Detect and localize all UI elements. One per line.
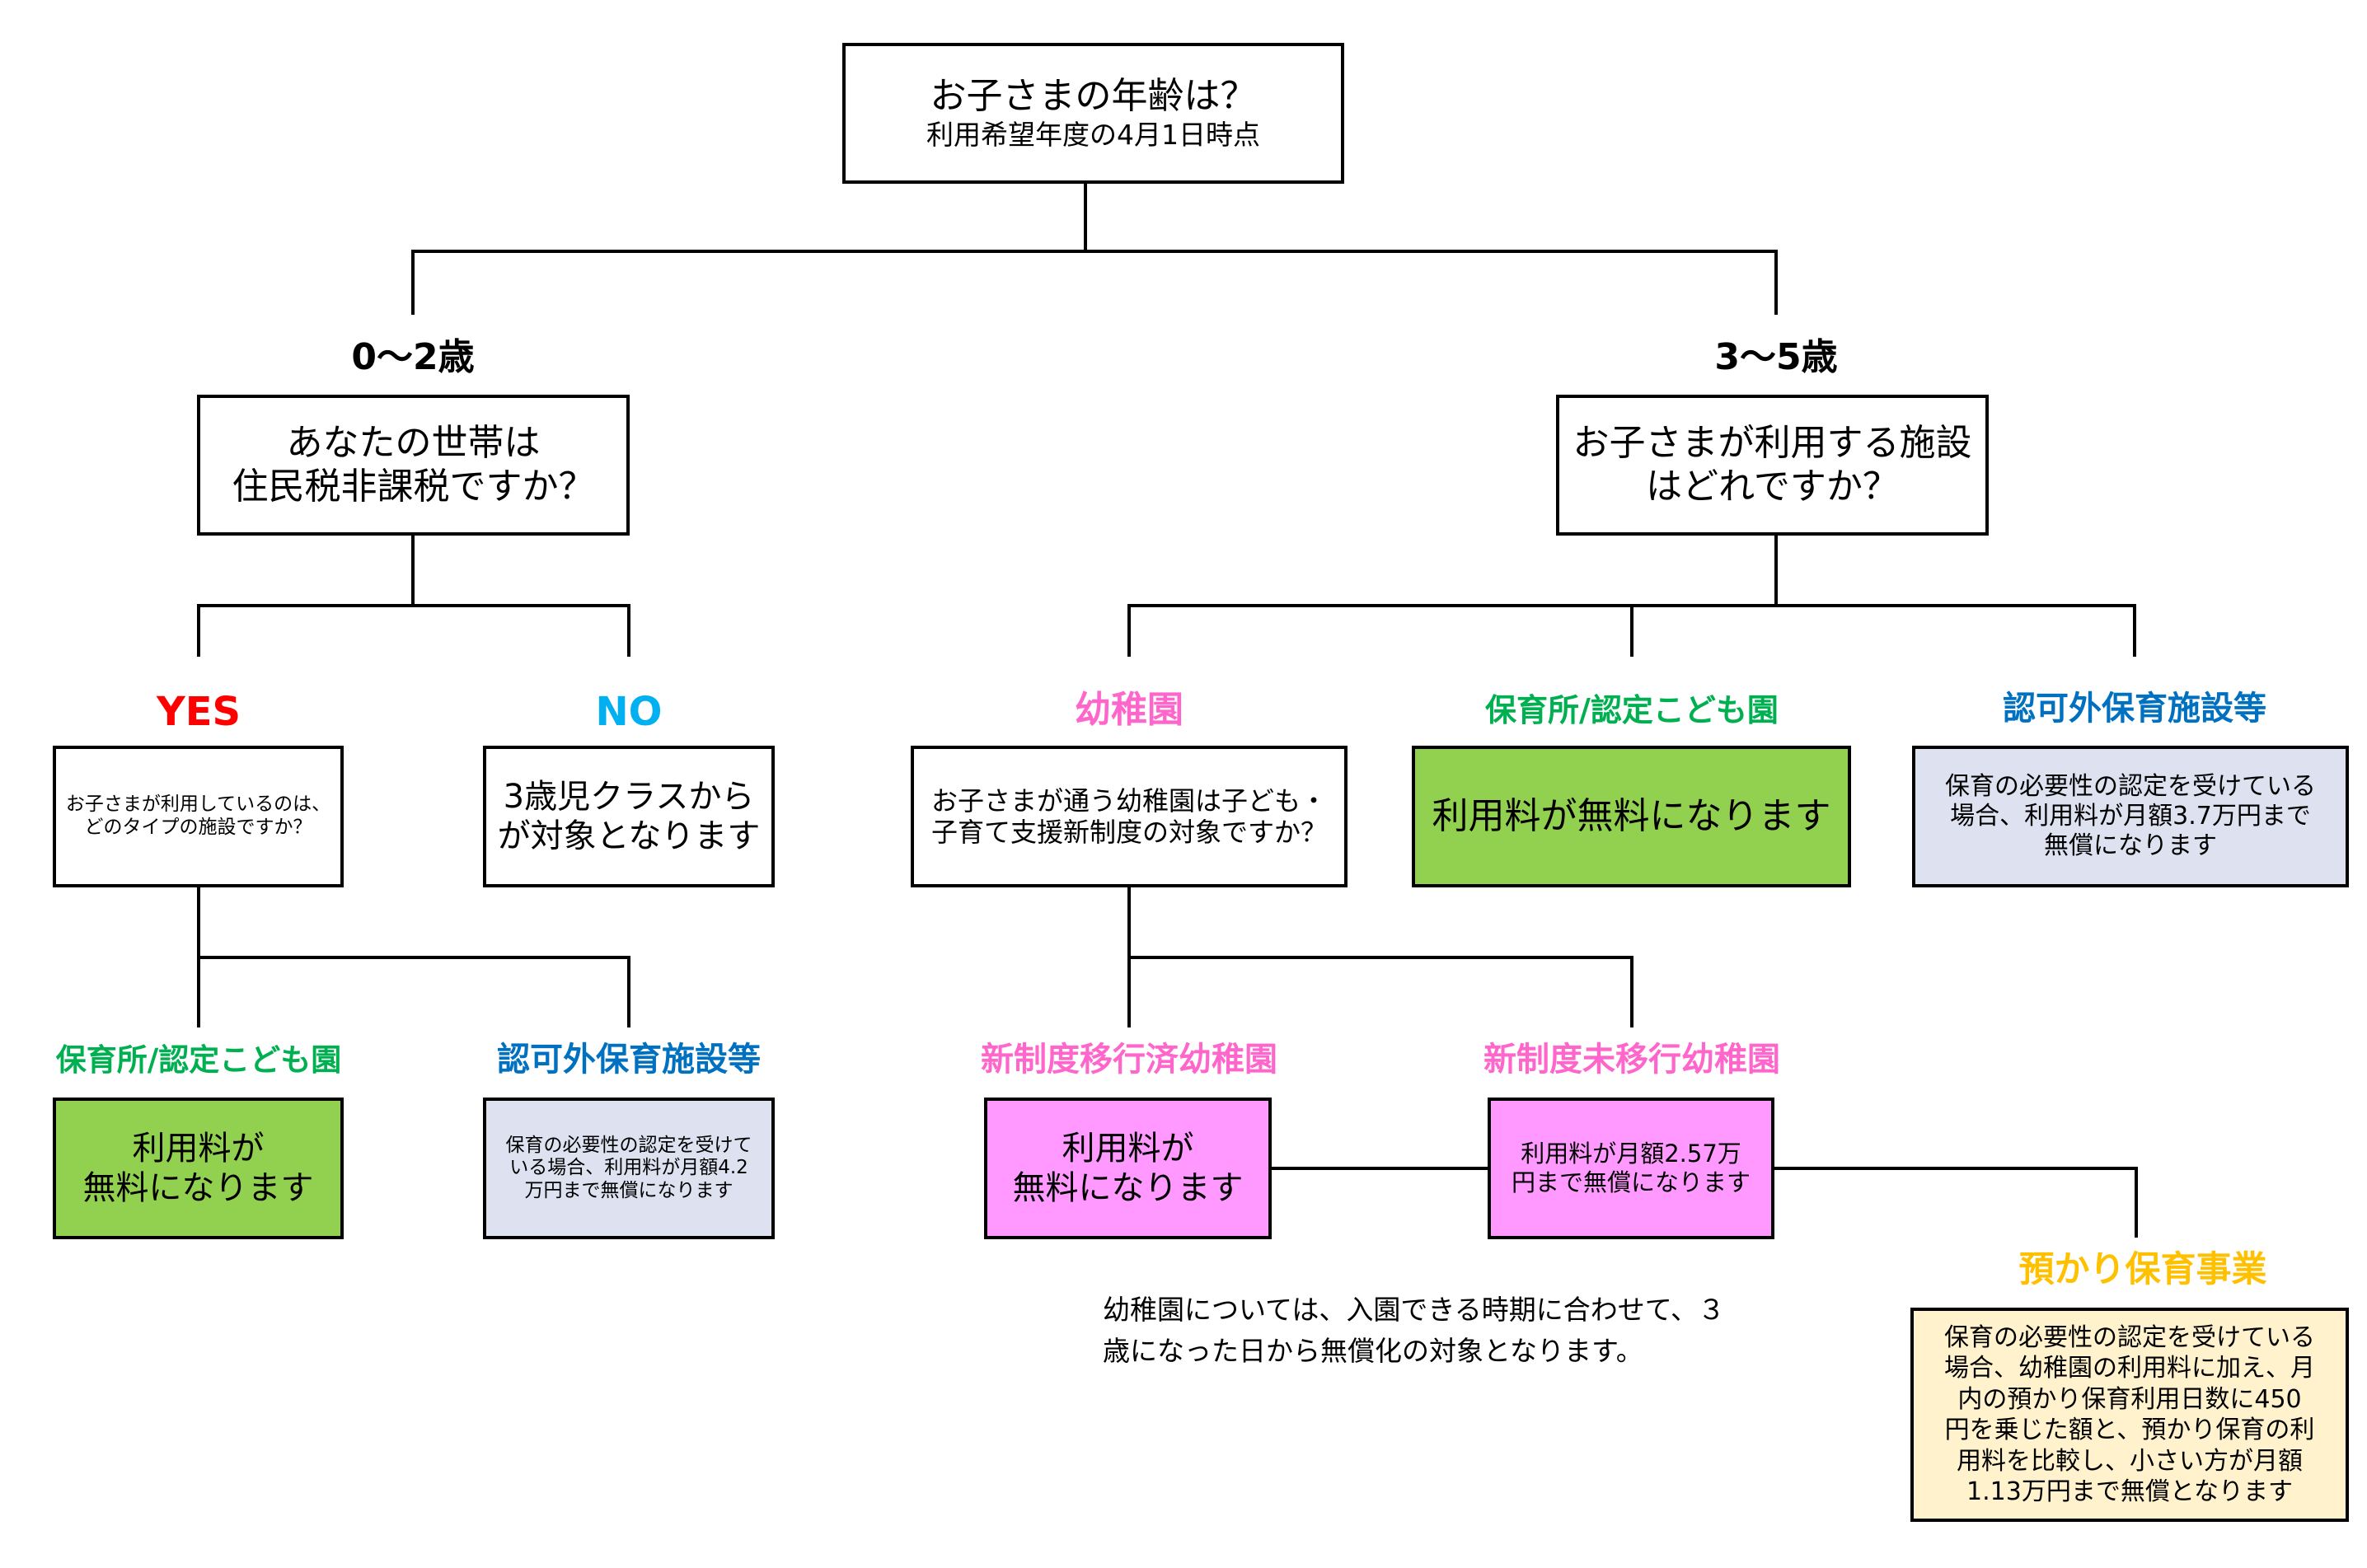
branch-label-3-5: 3～5歳 — [1714, 336, 1838, 378]
free-kinder-line1: 利用料が — [1062, 1130, 1194, 1168]
yes-label: YES — [156, 689, 241, 735]
temp-result-line5: 用料を比較し、小さい方が月額 — [1957, 1446, 2303, 1476]
temp-result-line3: 内の預かり保育利用日数に450 — [1957, 1384, 2302, 1414]
unlicensed-right-result-line3: 無償になります — [2044, 831, 2217, 860]
new-system-label: 新制度移行済幼稚園 — [981, 1041, 1277, 1079]
temp-result-line1: 保育の必要性の認定を受けている — [1944, 1322, 2315, 1352]
free-right-box: 利用料が無料になります — [1412, 746, 1851, 887]
free-right-text: 利用料が無料になります — [1432, 794, 1831, 837]
unlicensed-right-result-line2: 場合、利用料が月額3.7万円まで — [1950, 802, 2311, 831]
unlicensed-left-label: 認可外保育施設等 — [497, 1041, 761, 1079]
not-new-result-box: 利用料が月額2.57万 円まで無償になります — [1488, 1098, 1774, 1239]
kinder-question-line1: お子さまが通う幼稚園は子ども・ — [930, 784, 1327, 817]
no-label: NO — [595, 689, 663, 735]
root-question-subtext: 利用希望年度の4月1日時点 — [926, 119, 1260, 152]
nursery-right-label: 保育所/認定こども園 — [1485, 692, 1779, 728]
free-left-line1: 利用料が — [132, 1130, 265, 1168]
unlicensed-left-result-line2: いる場合、利用料が月額4.2 — [509, 1157, 748, 1179]
connector-tax — [197, 534, 630, 657]
facility-question-box: お子さまが利用する施設 はどれですか？ — [1556, 395, 1989, 536]
not-new-system-label: 新制度未移行幼稚園 — [1483, 1041, 1780, 1079]
unlicensed-right-label: 認可外保育施設等 — [2003, 690, 2266, 728]
root-question-text: お子さまの年齢は？ — [930, 75, 1257, 118]
free-kinder-line2: 無料になります — [1012, 1169, 1244, 1207]
connector-root — [411, 182, 1778, 315]
kinder-question-line2: 子育て支援新制度の対象ですか？ — [930, 817, 1327, 848]
temp-result-line6: 1.13万円まで無償となります — [1966, 1477, 2293, 1506]
no-result-line2: が対象となります — [497, 817, 761, 855]
kindergarten-label: 幼稚園 — [1075, 689, 1184, 731]
unlicensed-left-result-box: 保育の必要性の認定を受けて いる場合、利用料が月額4.2 万円まで無償になります — [483, 1098, 775, 1239]
unlicensed-left-result-line3: 万円まで無償になります — [524, 1179, 734, 1201]
free-left-box: 利用料が 無料になります — [53, 1098, 344, 1239]
unlicensed-right-result-box: 保育の必要性の認定を受けている 場合、利用料が月額3.7万円まで 無償になります — [1912, 746, 2349, 887]
connector-type — [197, 886, 630, 1027]
facility-question-line1: お子さまが利用する施設 — [1573, 421, 1972, 464]
type-question-box: お子さまが利用しているのは、 どのタイプの施設ですか？ — [53, 746, 344, 887]
temp-care-result-box: 保育の必要性の認定を受けている 場合、幼稚園の利用料に加え、月 内の預かり保育利… — [1910, 1308, 2349, 1522]
branch-label-0-2: 0～2歳 — [351, 336, 475, 378]
tax-question-line1: あなたの世帯は — [286, 421, 541, 464]
connector-kinder — [1127, 886, 1633, 1027]
connector-temp-care — [1270, 1167, 2138, 1238]
free-left-line2: 無料になります — [82, 1169, 314, 1207]
type-question-line1: お子さまが利用しているのは、 — [65, 793, 331, 816]
tax-question-box: あなたの世帯は 住民税非課税ですか？ — [197, 395, 630, 536]
note-line1: 幼稚園については、入園できる時期に合わせて、３ — [1103, 1294, 1726, 1326]
not-new-result-line2: 円まで無償になります — [1511, 1168, 1751, 1196]
nursery-left-label: 保育所/認定こども園 — [55, 1042, 342, 1078]
root-question-box: お子さまの年齢は？ 利用希望年度の4月1日時点 — [842, 43, 1344, 184]
tax-question-line2: 住民税非課税ですか？ — [232, 465, 595, 508]
temp-result-line2: 場合、幼稚園の利用料に加え、月 — [1944, 1354, 2315, 1383]
kindergarten-note: 幼稚園については、入園できる時期に合わせて、３ 歳になった日から無償化の対象とな… — [1103, 1290, 1725, 1371]
not-new-result-line1: 利用料が月額2.57万 — [1521, 1140, 1741, 1168]
free-kinder-box: 利用料が 無料になります — [984, 1098, 1272, 1239]
type-question-line2: どのタイプの施設ですか？ — [84, 817, 312, 838]
unlicensed-right-result-line1: 保育の必要性の認定を受けている — [1945, 772, 2316, 801]
connector-facility — [1127, 534, 2136, 657]
kinder-question-box: お子さまが通う幼稚園は子ども・ 子育て支援新制度の対象ですか？ — [911, 746, 1348, 887]
no-result-box: 3歳児クラスから が対象となります — [483, 746, 775, 887]
facility-question-line2: はどれですか？ — [1646, 465, 1899, 508]
unlicensed-left-result-line1: 保育の必要性の認定を受けて — [505, 1134, 752, 1156]
note-line2: 歳になった日から無償化の対象となります。 — [1103, 1334, 1643, 1367]
no-result-line1: 3歳児クラスから — [503, 778, 755, 816]
temp-result-line4: 円を乗じた額と、預かり保育の利 — [1944, 1416, 2315, 1444]
temp-care-label: 預かり保育事業 — [2018, 1249, 2267, 1290]
